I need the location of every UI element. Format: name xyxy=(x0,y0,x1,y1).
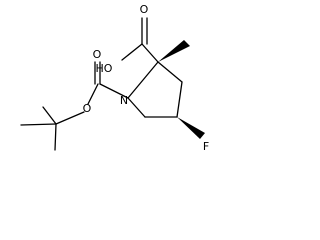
carboxylic-acid-group xyxy=(121,17,159,63)
atom-label-acid-carbonyl-oxygen: O xyxy=(140,3,149,16)
methyl-wedge-bond xyxy=(158,40,190,62)
atom-labels: O HO O O N F xyxy=(83,3,210,153)
bond-cacid-oh xyxy=(121,43,143,61)
bond-c3-c4 xyxy=(176,81,183,118)
bond-ccarbamate-oester xyxy=(87,83,99,105)
bond-c5-n1 xyxy=(127,97,146,118)
atom-label-acid-hydroxyl: HO xyxy=(96,62,113,75)
bond-ctert-methyl-down xyxy=(54,123,57,151)
atom-label-carbamate-carbonyl-oxygen: O xyxy=(93,48,102,61)
boc-group xyxy=(20,61,129,151)
bond-c2-cacid xyxy=(141,43,159,63)
bond-oester-ctert xyxy=(55,111,85,125)
fluorine-wedge-bond xyxy=(177,117,205,139)
molecule-structure: O HO O O N F xyxy=(20,3,210,153)
bond-n1-c2 xyxy=(127,61,159,99)
atom-label-fluorine: F xyxy=(203,140,209,153)
bond-ctert-methyl-left xyxy=(20,123,57,126)
bond-n1-ccarbamate xyxy=(99,83,129,99)
bond-ctert-methyl-up xyxy=(42,106,57,125)
atom-label-ring-nitrogen: N xyxy=(120,94,128,107)
atom-label-carbamate-ester-oxygen: O xyxy=(83,102,92,115)
pyrrolidine-ring xyxy=(127,61,183,118)
bond-c2-c3 xyxy=(157,61,183,83)
